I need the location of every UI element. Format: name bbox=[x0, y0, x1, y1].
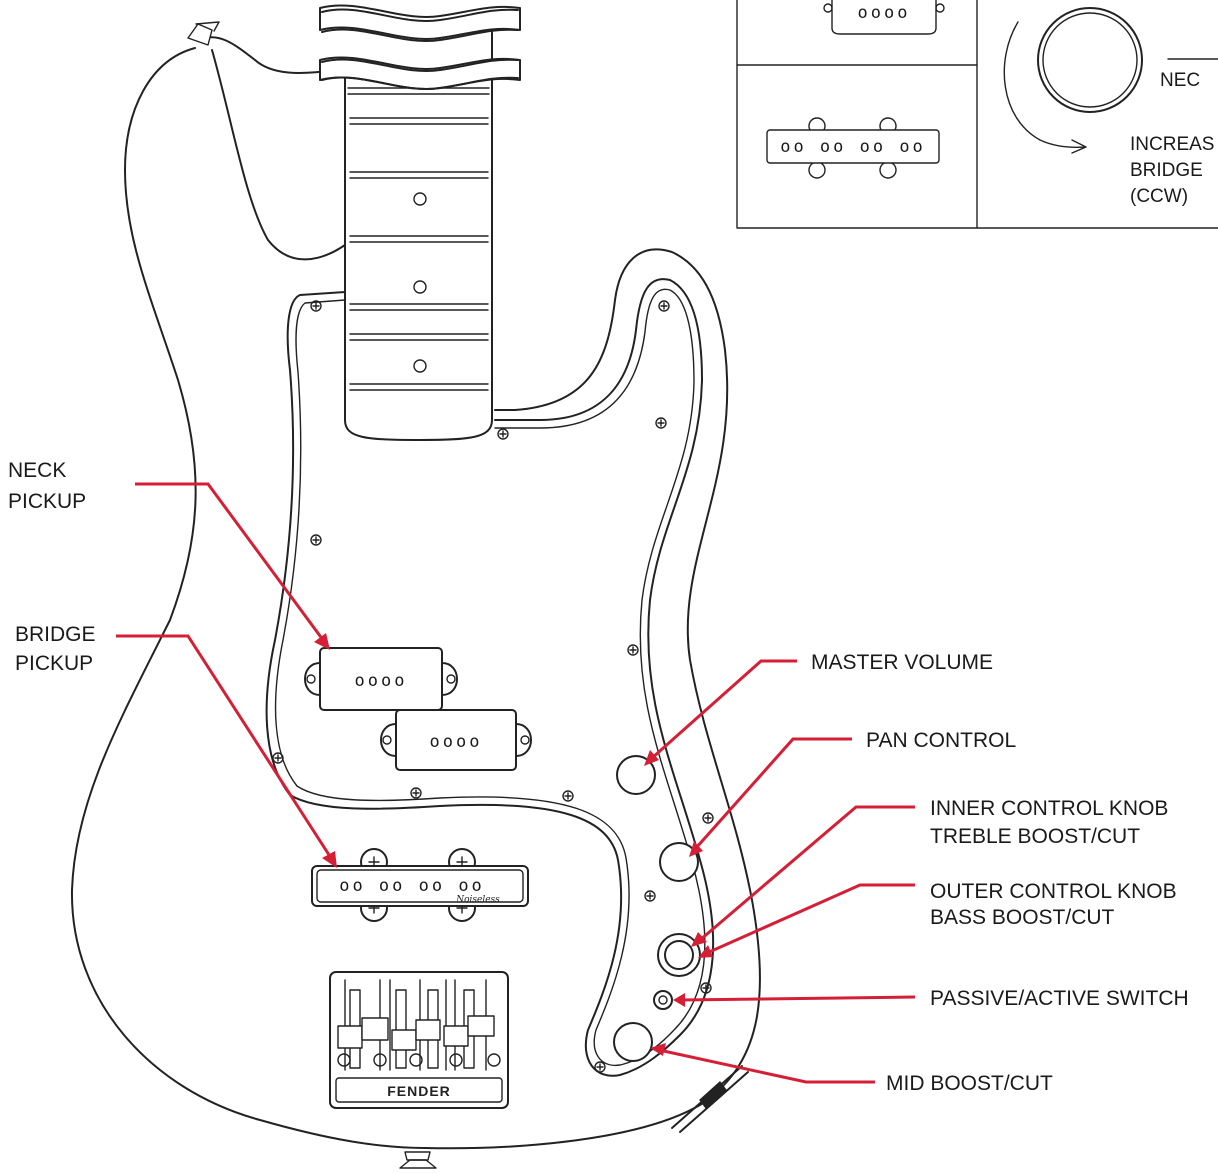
pan-control-knob bbox=[659, 842, 699, 882]
bridge-pickup-poles: oo oo oo oo bbox=[339, 876, 485, 896]
inset-j-poles: oo oo oo oo bbox=[780, 137, 926, 157]
pickup-poles-top: oooo bbox=[355, 671, 408, 691]
label-inner-knob-2: TREBLE BOOST/CUT bbox=[930, 825, 1140, 848]
neck-pickup-top: oooo bbox=[304, 647, 458, 711]
inset-neck-label: NEC bbox=[1160, 70, 1200, 91]
pickup-signature: Noiseless bbox=[455, 895, 500, 905]
bridge-pickup: oo oo oo oo Noiseless bbox=[311, 848, 529, 922]
label-neck-pickup-2: PICKUP bbox=[8, 490, 86, 513]
bridge-assembly: FENDER bbox=[329, 971, 509, 1109]
pickguard bbox=[265, 278, 715, 1077]
callout-leaders bbox=[116, 482, 916, 1084]
mid-boost-knob bbox=[613, 1022, 653, 1062]
bridge-logo: FENDER bbox=[387, 1083, 451, 1099]
master-volume-knob bbox=[616, 755, 656, 795]
callout-labels: NECK PICKUP BRIDGE PICKUP MASTER VOLUME … bbox=[8, 459, 1189, 1095]
label-neck-pickup-1: NECK bbox=[8, 459, 66, 482]
guitar-body bbox=[70, 21, 762, 1169]
controls bbox=[613, 755, 749, 1133]
label-outer-knob-2: BASS BOOST/CUT bbox=[930, 906, 1115, 929]
inset-increase-line1: INCREAS bbox=[1130, 134, 1214, 155]
inset-p-poles: oooo bbox=[858, 3, 911, 23]
label-passive-active: PASSIVE/ACTIVE SWITCH bbox=[930, 987, 1189, 1010]
label-master-volume: MASTER VOLUME bbox=[811, 651, 993, 674]
label-mid-boost: MID BOOST/CUT bbox=[886, 1072, 1053, 1095]
label-pan-control: PAN CONTROL bbox=[866, 729, 1016, 752]
pickguard-screws bbox=[272, 300, 714, 1073]
inset-increase-line3: (CCW) bbox=[1130, 186, 1188, 207]
label-bridge-pickup-1: BRIDGE bbox=[15, 623, 96, 646]
output-jack bbox=[671, 1065, 749, 1133]
neck-pickup-bottom: oooo bbox=[380, 709, 532, 771]
label-outer-knob-1: OUTER CONTROL KNOB bbox=[930, 880, 1177, 903]
neck-fingerboard bbox=[319, 4, 521, 441]
inset-panel: oooo oo oo oo oo NEC INCREAS BRIDGE (CCW… bbox=[736, 0, 1218, 229]
label-inner-knob-1: INNER CONTROL KNOB bbox=[930, 797, 1168, 820]
inner-control-knob bbox=[664, 940, 694, 970]
pickup-poles-bottom: oooo bbox=[430, 732, 483, 752]
passive-active-switch bbox=[653, 990, 673, 1010]
strap-button-bottom bbox=[399, 1151, 437, 1169]
label-bridge-pickup-2: PICKUP bbox=[15, 652, 93, 675]
inset-increase-line2: BRIDGE bbox=[1130, 160, 1203, 181]
strap-button-top bbox=[187, 21, 220, 46]
